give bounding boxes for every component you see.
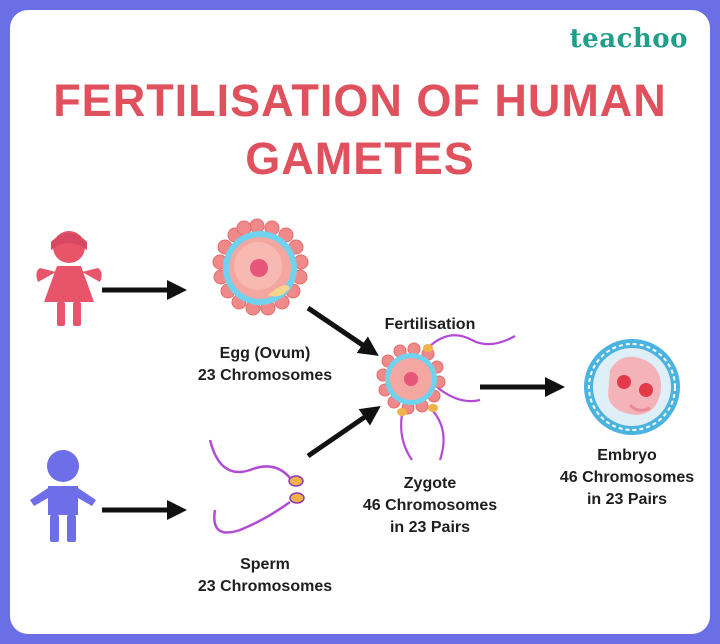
embryo-illustration bbox=[584, 339, 680, 435]
embryo-label: Embryo 46 Chromosomes in 23 Pairs bbox=[542, 445, 710, 511]
zygote-label: Zygote 46 Chromosomes in 23 Pairs bbox=[340, 473, 520, 539]
diagram-art bbox=[30, 218, 680, 542]
embryo-count: 46 Chromosomes bbox=[559, 469, 695, 486]
sperm-label: Sperm 23 Chromosomes bbox=[185, 554, 345, 598]
egg-label: Egg (Ovum) 23 Chromosomes bbox=[190, 343, 340, 387]
sperm-illustration bbox=[208, 439, 305, 534]
embryo-name: Embryo bbox=[597, 447, 657, 464]
zygote-count: 46 Chromosomes bbox=[362, 497, 498, 514]
sperm-count: 23 Chromosomes bbox=[197, 578, 333, 595]
egg-cell-illustration bbox=[212, 218, 309, 316]
female-icon bbox=[36, 231, 102, 326]
egg-count: 23 Chromosomes bbox=[197, 367, 333, 384]
zygote-illustration bbox=[376, 334, 516, 461]
brand-logo: teachoo bbox=[569, 24, 688, 54]
fertilisation-label: Fertilisation bbox=[384, 316, 476, 333]
egg-name: Egg (Ovum) bbox=[219, 345, 311, 362]
title-line-2: GAMETES bbox=[245, 133, 475, 184]
zygote-name: Zygote bbox=[403, 475, 457, 492]
sperm-name: Sperm bbox=[240, 556, 290, 573]
title-line-1: FERTILISATION OF HUMAN bbox=[53, 75, 667, 126]
page-title: FERTILISATION OF HUMAN GAMETES bbox=[10, 72, 710, 188]
male-icon bbox=[30, 450, 96, 542]
arrow-sperm-to-zygote bbox=[306, 406, 381, 459]
embryo-pairs: in 23 Pairs bbox=[586, 491, 668, 508]
arrow-egg-to-zygote bbox=[306, 305, 379, 356]
zygote-pairs: in 23 Pairs bbox=[389, 519, 471, 536]
diagram-card: teachoo FERTILISATION OF HUMAN GAMETES bbox=[10, 10, 710, 634]
